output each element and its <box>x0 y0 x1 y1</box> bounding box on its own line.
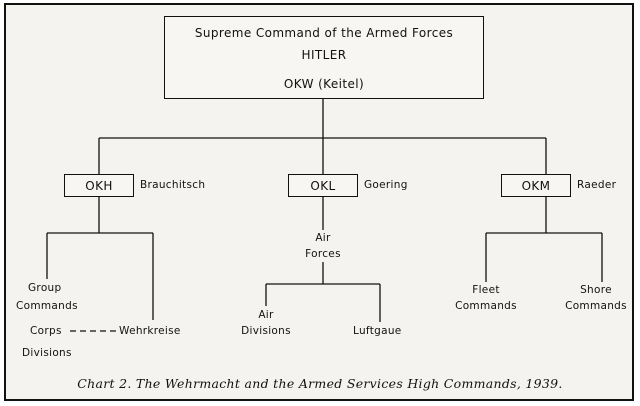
okm-box <box>501 174 571 197</box>
luftgaue-label: Luftgaue <box>353 325 402 337</box>
air-divisions-line2: Divisions <box>241 325 291 337</box>
chart-caption: Chart 2. The Wehrmacht and the Armed Ser… <box>77 376 563 391</box>
shore-commands-line1: Shore <box>580 284 612 296</box>
divisions-label: Divisions <box>22 347 72 359</box>
wehrkreise-label: Wehrkreise <box>119 325 181 337</box>
air-divisions-line1: Air <box>258 309 274 321</box>
supreme-command-box <box>164 16 484 99</box>
group-commands-line1: Group <box>28 282 62 294</box>
okm-head: Raeder <box>577 179 617 191</box>
shore-commands-line2: Commands <box>565 300 627 312</box>
fleet-commands-line1: Fleet <box>472 284 500 296</box>
corps-label: Corps <box>30 325 62 337</box>
air-forces-line1: Air <box>315 232 331 244</box>
okm-abbr: OKM <box>521 179 551 193</box>
group-commands-line2: Commands <box>16 300 78 312</box>
okl-head: Goering <box>364 179 408 191</box>
okh-box <box>64 174 134 197</box>
okl-abbr: OKL <box>310 179 336 193</box>
okh-head: Brauchitsch <box>140 179 206 191</box>
okl-box <box>288 174 358 197</box>
air-forces-line2: Forces <box>305 248 341 260</box>
supreme-title: Supreme Command of the Armed Forces <box>194 26 454 40</box>
okh-abbr: OKH <box>85 179 113 193</box>
okw-label: OKW (Keitel) <box>283 77 365 91</box>
fleet-commands-line2: Commands <box>455 300 517 312</box>
supreme-leader: HITLER <box>301 48 347 62</box>
